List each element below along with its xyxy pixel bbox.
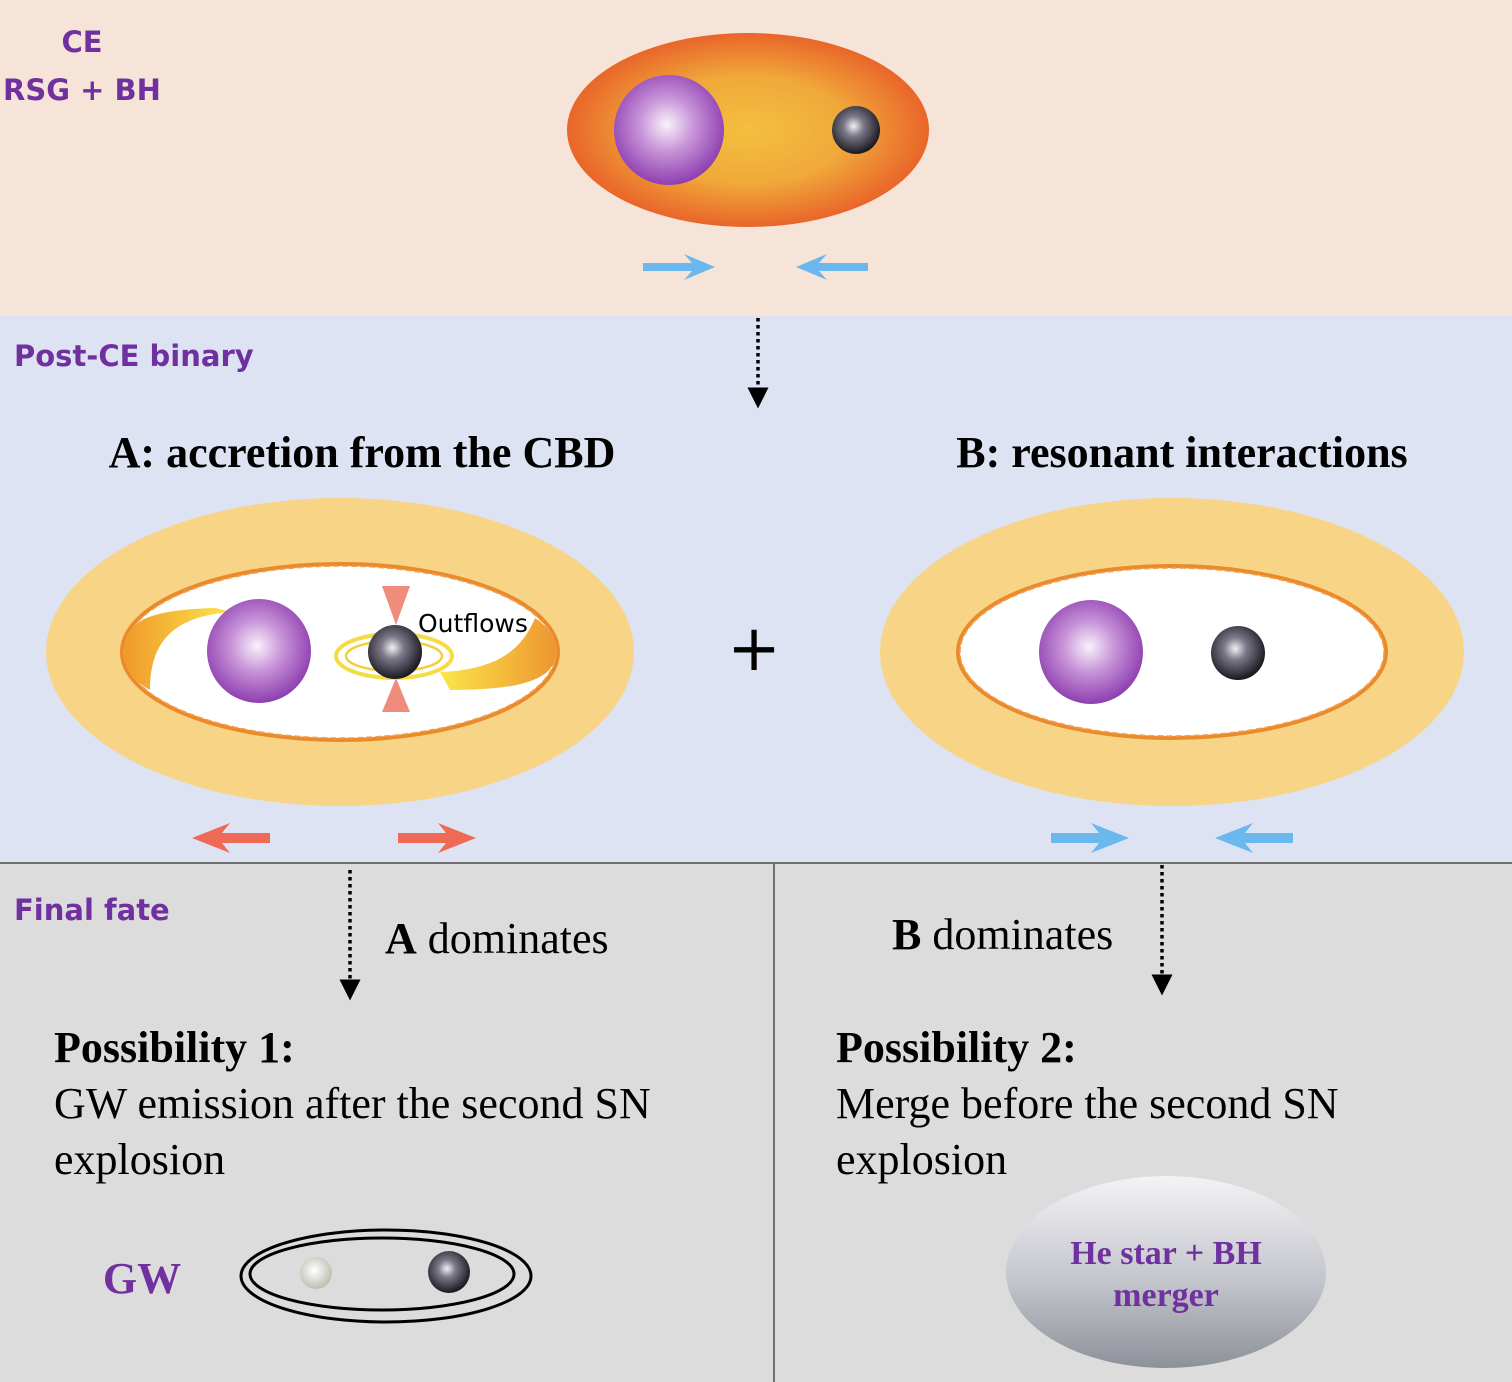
orbit-ring-outer [239, 1228, 533, 1324]
he-star-remnant [300, 1257, 332, 1289]
arrow-left-icon [796, 254, 868, 280]
gw-black-hole [428, 1251, 470, 1293]
black-hole [832, 106, 880, 154]
merger-label-line2: merger [1113, 1277, 1219, 1314]
possibility-1-line2: explosion [54, 1135, 225, 1184]
post-ce-star-b [1039, 600, 1143, 704]
inward-arrows-ce [643, 254, 868, 280]
disk-inner-rim-rough [959, 567, 1385, 737]
possibility-1-title: Possibility 1: [54, 1023, 295, 1072]
ce-label: CE [61, 25, 102, 59]
rsg-star [614, 75, 724, 185]
arrow-left-icon [192, 823, 270, 853]
panel-b-resonant [880, 498, 1464, 806]
merger-label-line1: He star + BH [1070, 1235, 1262, 1272]
rsg-bh-label: RSG + BH [3, 73, 161, 107]
b-dominates-label: B dominates [892, 910, 1113, 959]
possibility-2-line2: explosion [836, 1135, 1007, 1184]
possibility-1-line1: GW emission after the second SN [54, 1079, 651, 1128]
a-dominates-label: A dominates [385, 914, 609, 963]
post-ce-label: Post-CE binary [14, 339, 254, 373]
outflows-label: Outflows [418, 609, 528, 638]
post-ce-star-a [207, 599, 311, 703]
arrow-left-icon [1215, 823, 1293, 853]
post-ce-black-hole-a [368, 625, 422, 679]
outward-arrows-a [192, 823, 476, 853]
possibility-2-title: Possibility 2: [836, 1023, 1077, 1072]
final-fate-label: Final fate [14, 893, 170, 927]
outflow-cone-bottom [382, 678, 410, 712]
panel-a-cbd: Outflows [46, 498, 634, 806]
orbit-ring-inner [248, 1236, 516, 1312]
accretion-stream-left [124, 608, 232, 690]
gw-label: GW [103, 1254, 181, 1303]
accretion-stream-right [440, 618, 556, 690]
post-ce-black-hole-b [1211, 626, 1265, 680]
inward-arrows-b [1051, 823, 1293, 853]
arrow-right-icon [1051, 823, 1129, 853]
outflow-cone-top [382, 586, 410, 625]
possibility-2-line1: Merge before the second SN [836, 1079, 1339, 1128]
panel-a-title: A: accretion from the CBD [109, 428, 616, 477]
arrow-right-icon [643, 254, 715, 280]
merger-blob [1006, 1176, 1326, 1368]
gw-binary-orbit [239, 1228, 533, 1324]
arrow-right-icon [398, 823, 476, 853]
panel-b-title: B: resonant interactions [956, 428, 1407, 477]
plus-sign: + [727, 612, 781, 686]
